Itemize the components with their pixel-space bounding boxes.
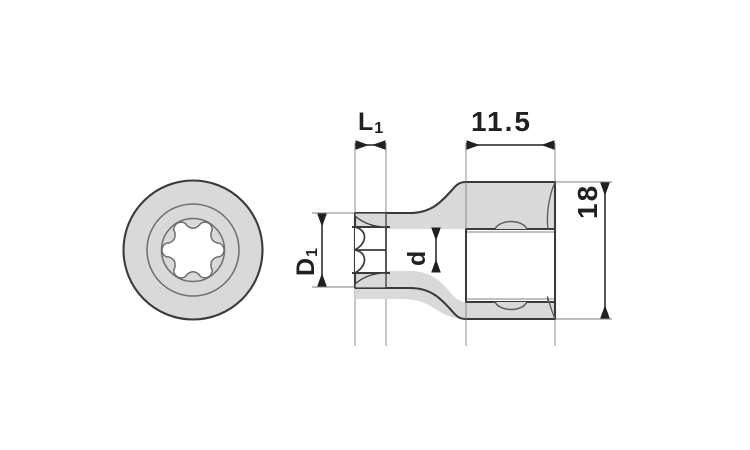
dimension-label-L1: L1 xyxy=(358,108,384,137)
side-view-group xyxy=(312,143,612,346)
torx-hexalobular-profile xyxy=(161,221,225,279)
ball-detent-arc-lower xyxy=(494,301,528,311)
cavity-chamfer-lower xyxy=(354,272,387,289)
ball-detent-arc-upper xyxy=(494,220,528,230)
dimension-lines xyxy=(317,140,610,319)
drive-corner-fillet-upper xyxy=(546,181,556,230)
body-upper-outline xyxy=(355,182,555,229)
square-drive-cavity xyxy=(465,228,556,303)
cavity-chamfer-upper xyxy=(354,212,387,228)
torx-lobe-arc-upper xyxy=(354,226,366,251)
drive-corner-fillet-lower xyxy=(546,296,556,320)
dimension-label-length: 11.5 xyxy=(471,106,532,137)
dimension-label-d: d xyxy=(403,250,431,266)
dimension-label-D1: D1 xyxy=(292,248,321,276)
dimension-label-height: 18 xyxy=(572,183,603,219)
front-view-group xyxy=(122,179,264,321)
torx-lobe-arc-lower xyxy=(354,249,366,274)
torx-profile-group xyxy=(161,221,225,279)
